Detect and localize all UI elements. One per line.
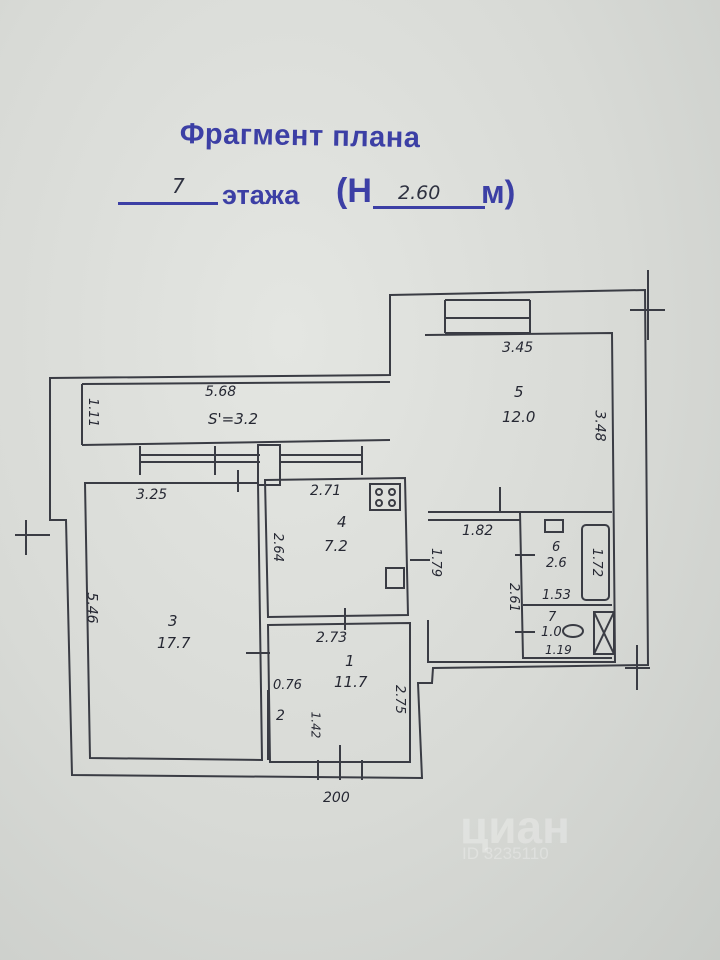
watermark-id: ID 3235110: [462, 844, 549, 863]
room6-area: 2.6: [546, 556, 567, 571]
dim-room1-height: 2.75: [391, 685, 407, 714]
dim-room5-height: 3.48: [591, 410, 608, 442]
floor-line: 7 этажа (Н 2.60 м): [118, 168, 528, 218]
room6-number: 6: [552, 540, 561, 555]
room1-wall: [266, 621, 411, 763]
watermark-brand: циан: [460, 801, 570, 853]
bathtub: [581, 524, 610, 601]
dim-bath-len: 1.53: [542, 588, 571, 603]
height-unit: м): [481, 174, 516, 210]
height-underline: [373, 206, 485, 209]
pillar: [257, 444, 281, 486]
dim-room3-height: 5.46: [83, 592, 100, 624]
room4-area: 7.2: [324, 537, 348, 555]
bath-block: [519, 511, 612, 659]
room4-number: 4: [337, 513, 347, 531]
inner-wall-right: [424, 331, 617, 663]
floor-underline: [118, 202, 218, 205]
balcony-wall: [81, 439, 391, 446]
balcony-rail: [81, 381, 391, 385]
height-value: 2.60: [398, 182, 441, 204]
wc-vent: [593, 611, 615, 655]
room3-wall: [83, 482, 264, 762]
room7-area: 1.0: [541, 625, 562, 640]
floor-number: 7: [172, 174, 185, 198]
dim-hall-height: 1.79: [427, 548, 443, 577]
dim-hall-width: 1.82: [462, 523, 494, 539]
dim-balcony-depth: 1.11: [84, 398, 100, 427]
dim-room5-width: 3.45: [502, 340, 534, 356]
dim-balcony-len: 5.68: [205, 384, 237, 400]
outer-wall: [49, 288, 650, 780]
stove: [369, 483, 401, 511]
dim-room3-width: 3.25: [136, 487, 168, 503]
room5-number: 5: [514, 383, 524, 401]
dim-bath-width: 1.72: [588, 548, 604, 577]
dim-wc-width: 1.19: [545, 643, 572, 657]
floor-word: этажа: [222, 180, 300, 210]
room7-number: 7: [548, 610, 557, 625]
height-open: (Н: [336, 172, 372, 210]
dim-room2-width: 0.76: [273, 678, 302, 693]
dim-room4-width: 2.71: [310, 483, 342, 499]
balcony-area-label: S'=3.2: [208, 410, 259, 428]
room4-wall: [263, 476, 410, 619]
room3-number: 3: [168, 612, 178, 630]
room1-number: 1: [345, 652, 355, 670]
room5-area: 12.0: [502, 408, 536, 426]
sink: [544, 519, 564, 533]
room1-area: 11.7: [334, 673, 368, 691]
wc-bowl: [562, 624, 584, 638]
dim-room4-height: 2.64: [269, 533, 285, 562]
room2-number: 2: [276, 708, 285, 724]
dim-bath-height: 2.61: [505, 583, 521, 612]
dim-room2-height: 1.42: [308, 711, 323, 739]
kitchen-unit: [385, 567, 405, 589]
room3-area: 17.7: [157, 634, 191, 652]
dim-entry: 200: [323, 790, 350, 806]
dim-room1-width: 2.73: [316, 630, 348, 646]
